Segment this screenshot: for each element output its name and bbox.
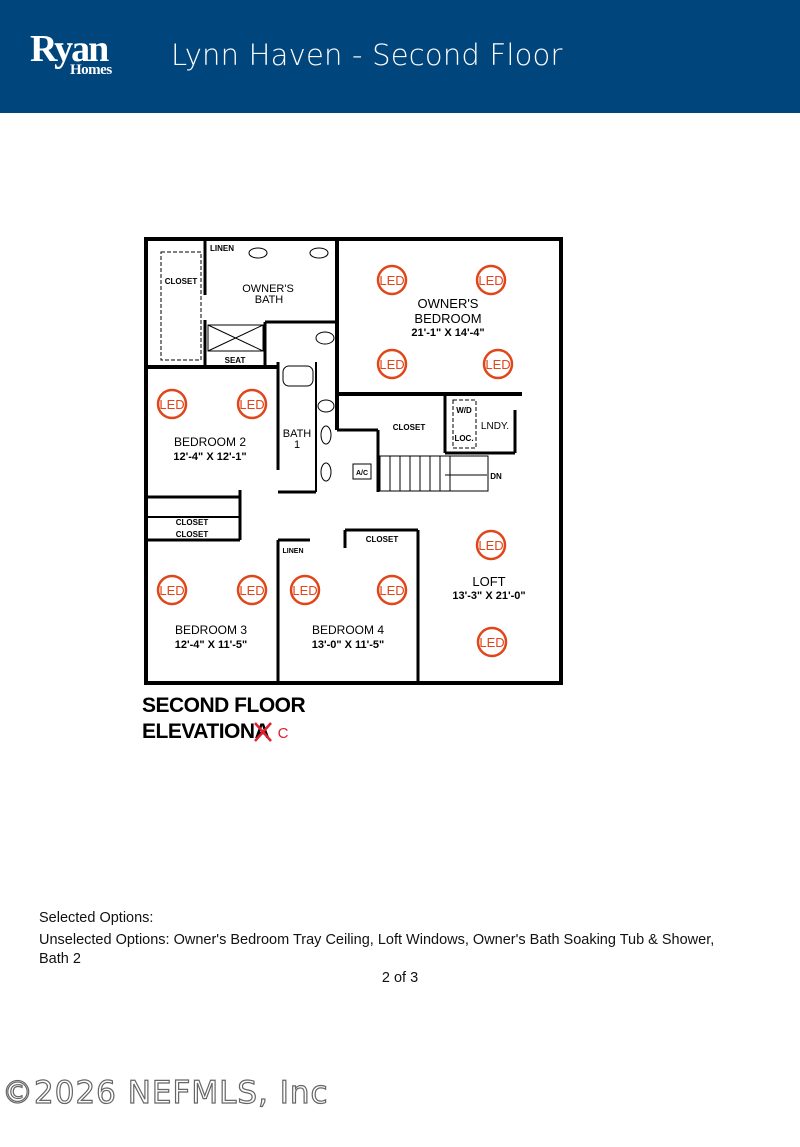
caption-replacement: C bbox=[277, 725, 289, 742]
unselected-options: Unselected Options: Owner's Bedroom Tray… bbox=[39, 932, 715, 948]
label-bedroom-3-dim: 12'-4" X 11'-5" bbox=[175, 639, 248, 651]
label-bath-1-num: 1 bbox=[294, 439, 300, 451]
page-number: 2 of 3 bbox=[381, 970, 419, 986]
label-closet-bed4: CLOSET bbox=[366, 535, 399, 544]
selected-options: Selected Options: bbox=[39, 910, 154, 926]
svg-text:LED: LED bbox=[239, 397, 264, 412]
stairs bbox=[379, 455, 489, 492]
label-owners-bath: OWNER'S bbox=[242, 283, 294, 295]
svg-text:LED: LED bbox=[379, 357, 404, 372]
svg-text:LED: LED bbox=[292, 583, 317, 598]
header-bar: Ryan Homes Lynn Haven - Second Floor bbox=[0, 0, 800, 113]
floor-plan: CLOSET LINEN OWNER'S BATH SEAT OWNER'S B… bbox=[144, 237, 563, 685]
svg-text:LED: LED bbox=[379, 583, 404, 598]
logo-subtext: Homes bbox=[70, 62, 112, 78]
led-marker: LED bbox=[476, 626, 508, 658]
logo-text: Ryan bbox=[30, 28, 109, 70]
led-marker: LED bbox=[482, 348, 514, 380]
label-loft: LOFT bbox=[472, 574, 505, 589]
led-marker: LED bbox=[376, 264, 408, 296]
struck-elevation: A bbox=[253, 720, 272, 744]
label-bedroom-2: BEDROOM 2 bbox=[174, 435, 246, 449]
label-wd: W/D bbox=[456, 406, 472, 415]
room-labels: CLOSET LINEN OWNER'S BATH SEAT OWNER'S B… bbox=[165, 244, 526, 651]
ryan-homes-logo: Ryan Homes bbox=[30, 28, 112, 78]
label-owners-bedroom-2: BEDROOM bbox=[414, 311, 481, 326]
label-bedroom-2-dim: 12'-4" X 12'-1" bbox=[173, 451, 246, 463]
led-marker: LED bbox=[156, 574, 188, 606]
label-dn: DN bbox=[490, 472, 502, 481]
label-ac: A/C bbox=[356, 470, 368, 477]
page-title: Lynn Haven - Second Floor bbox=[171, 38, 563, 72]
fixtures bbox=[160, 247, 477, 482]
led-marker: LED bbox=[236, 388, 268, 420]
watermark: ©2026 NEFMLS, Inc bbox=[1, 1074, 329, 1111]
label-bedroom-4: BEDROOM 4 bbox=[312, 623, 384, 637]
led-marker: LED bbox=[475, 529, 507, 561]
label-closet-b: CLOSET bbox=[176, 530, 209, 539]
label-closet-owner: CLOSET bbox=[165, 277, 198, 286]
svg-text:LED: LED bbox=[478, 538, 503, 553]
svg-text:LED: LED bbox=[478, 273, 503, 288]
label-bedroom-3: BEDROOM 3 bbox=[175, 623, 247, 637]
caption-elevation: ELEVATION bbox=[142, 720, 255, 743]
led-marker: LED bbox=[236, 574, 268, 606]
caption-line-2: ELEVATIONA C bbox=[142, 720, 288, 744]
led-marker: LED bbox=[156, 388, 188, 420]
label-bath-1: BATH bbox=[283, 428, 312, 440]
svg-text:LED: LED bbox=[479, 635, 504, 650]
label-closet-mid: CLOSET bbox=[393, 423, 426, 432]
led-marker: LED bbox=[376, 348, 408, 380]
label-linen-top: LINEN bbox=[210, 244, 234, 253]
svg-text:LED: LED bbox=[239, 583, 264, 598]
red-x-mark bbox=[253, 722, 272, 742]
label-loft-dim: 13'-3" X 21'-0" bbox=[452, 590, 525, 602]
led-markers: LED LED LED LED LED LED LED LED LED LED LED LED bbox=[156, 264, 514, 658]
led-marker: LED bbox=[475, 264, 507, 296]
svg-text:LED: LED bbox=[379, 273, 404, 288]
label-closet-a: CLOSET bbox=[176, 518, 209, 527]
label-linen-mid: LINEN bbox=[283, 548, 304, 555]
svg-text:LED: LED bbox=[159, 397, 184, 412]
label-loc: LOC. bbox=[454, 434, 473, 443]
svg-text:LED: LED bbox=[159, 583, 184, 598]
led-marker: LED bbox=[289, 574, 321, 606]
label-laundry: LNDY. bbox=[481, 421, 509, 432]
caption-line-1: SECOND FLOOR bbox=[142, 694, 306, 717]
label-owners-bedroom: OWNER'S bbox=[418, 296, 479, 311]
led-marker: LED bbox=[376, 574, 408, 606]
label-owners-bedroom-dim: 21'-1" X 14'-4" bbox=[411, 327, 484, 339]
walls bbox=[144, 237, 563, 685]
unselected-options-cont: Bath 2 bbox=[39, 951, 81, 967]
label-seat: SEAT bbox=[225, 356, 246, 365]
label-bedroom-4-dim: 13'-0" X 11'-5" bbox=[312, 639, 385, 651]
svg-text:LED: LED bbox=[485, 357, 510, 372]
label-owners-bath-2: BATH bbox=[255, 294, 284, 306]
